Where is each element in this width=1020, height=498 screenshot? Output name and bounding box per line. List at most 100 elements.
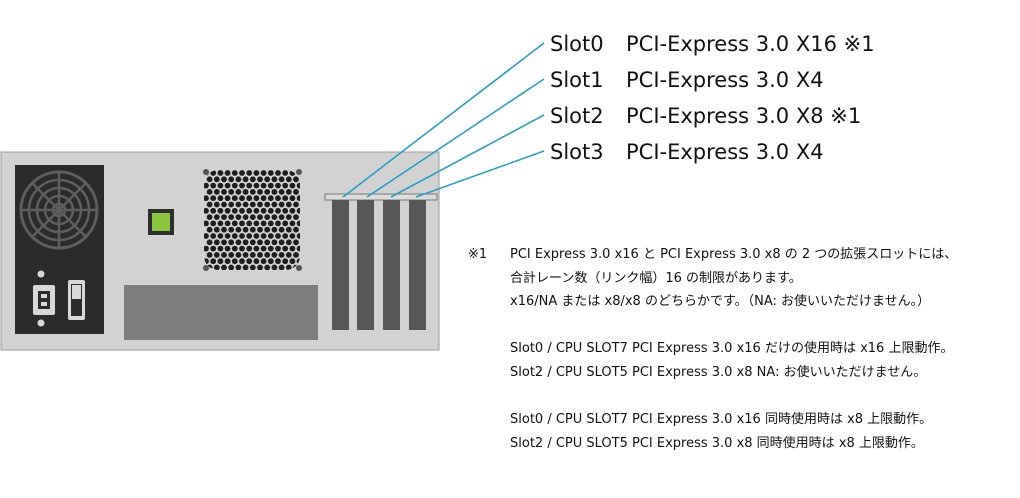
vent-hole xyxy=(231,233,238,239)
vent-hole xyxy=(231,220,238,227)
vent-hole xyxy=(278,264,285,270)
vent-hole xyxy=(260,233,267,239)
vent-hole xyxy=(231,207,238,214)
vent-hole xyxy=(228,239,235,246)
vent-hole xyxy=(239,220,245,227)
vent-hole xyxy=(206,252,213,258)
vent-hole xyxy=(221,189,227,195)
vent-hole xyxy=(285,201,292,208)
vent-hole xyxy=(271,176,278,183)
vent-hole xyxy=(264,189,271,195)
vent-hole xyxy=(213,176,220,183)
vent-hole xyxy=(242,176,249,183)
vent-hole xyxy=(267,182,274,189)
vent-hole xyxy=(210,182,217,189)
vent-hole xyxy=(235,264,242,270)
vent-hole xyxy=(235,176,242,183)
vent-hole xyxy=(260,220,267,227)
vent-hole xyxy=(217,233,224,239)
vent-hole xyxy=(296,195,300,202)
slot-spec: PCI-Express 3.0 X16 ※1 xyxy=(626,32,875,56)
vent-hole xyxy=(206,201,213,208)
vent-hole xyxy=(249,264,256,270)
vent-hole xyxy=(228,214,235,221)
io-block xyxy=(124,285,318,340)
vent-hole xyxy=(264,214,271,221)
vent-hole xyxy=(271,214,278,221)
vent-hole xyxy=(275,195,281,202)
vent-hole xyxy=(253,258,260,265)
vent-hole xyxy=(257,201,263,208)
vent-hole xyxy=(239,195,245,202)
expansion-slot-2 xyxy=(383,200,400,330)
leader-line-slot1 xyxy=(366,78,545,198)
vent-hole xyxy=(282,170,289,176)
leader-line-slot3 xyxy=(415,150,545,198)
vent-hole xyxy=(271,239,278,246)
vent-hole xyxy=(217,170,224,176)
vent-hole xyxy=(249,226,256,233)
vent-hole xyxy=(246,207,253,214)
vent-hole xyxy=(285,214,292,221)
slot-spec: PCI-Express 3.0 X4 xyxy=(626,140,824,164)
vent-hole xyxy=(289,182,296,189)
vent-hole xyxy=(204,182,209,189)
vent-hole xyxy=(217,195,224,202)
vent-hole xyxy=(267,245,274,252)
vent-hole xyxy=(239,258,245,265)
vent-hole xyxy=(267,220,274,227)
vent-hole xyxy=(249,189,256,195)
footnote-line: Slot0 / CPU SLOT7 PCI Express 3.0 x16 だけ… xyxy=(510,341,954,357)
vent-hole xyxy=(282,245,289,252)
fan-vent xyxy=(203,169,302,271)
vent-hole xyxy=(267,170,274,176)
vent-hole xyxy=(289,195,296,202)
vent-hole xyxy=(213,239,220,246)
power-inlet xyxy=(33,270,55,327)
vent-hole xyxy=(231,195,238,202)
footnote-line: x16/NA または x8/x8 のどちらかです。（NA: お使いいただけません… xyxy=(510,294,931,310)
vent-hole xyxy=(285,252,292,258)
vent-hole xyxy=(282,207,289,214)
vent-hole xyxy=(264,264,271,270)
vent-hole xyxy=(242,214,249,221)
vent-hole xyxy=(278,176,285,183)
vent-hole xyxy=(224,220,231,227)
vent-hole xyxy=(206,226,213,233)
slot-bracket-frame xyxy=(324,193,438,201)
vent-hole xyxy=(253,245,260,252)
expansion-slot-0 xyxy=(332,200,349,330)
vent-hole xyxy=(278,214,285,221)
vent-hole xyxy=(210,258,217,265)
vent-hole xyxy=(210,220,217,227)
vent-hole xyxy=(296,220,300,227)
vent-hole xyxy=(249,176,256,183)
vent-hole xyxy=(217,182,224,189)
vent-hole xyxy=(235,252,242,258)
vent-hole xyxy=(285,176,292,183)
vent-hole xyxy=(267,258,274,265)
vent-hole xyxy=(204,233,209,239)
vent-hole xyxy=(210,207,217,214)
vent-hole xyxy=(260,182,267,189)
vent-hole xyxy=(275,207,281,214)
vent-hole xyxy=(217,220,224,227)
vent-hole xyxy=(271,201,278,208)
vent-hole xyxy=(206,189,213,195)
vent-hole xyxy=(253,182,260,189)
vent-hole xyxy=(213,226,220,233)
vent-hole xyxy=(224,170,231,176)
vent-hole xyxy=(289,258,296,265)
vent-hole xyxy=(296,245,300,252)
vent-hole xyxy=(228,264,235,270)
footnote-line: Slot2 / CPU SLOT5 PCI Express 3.0 x8 同時使… xyxy=(510,435,924,451)
vent-hole xyxy=(296,233,300,239)
vent-hole xyxy=(285,189,292,195)
power-switch xyxy=(68,280,85,320)
vent-hole xyxy=(285,264,292,270)
footnote-line: Slot0 / CPU SLOT7 PCI Express 3.0 x16 同時… xyxy=(510,412,933,428)
vent-hole xyxy=(213,201,220,208)
